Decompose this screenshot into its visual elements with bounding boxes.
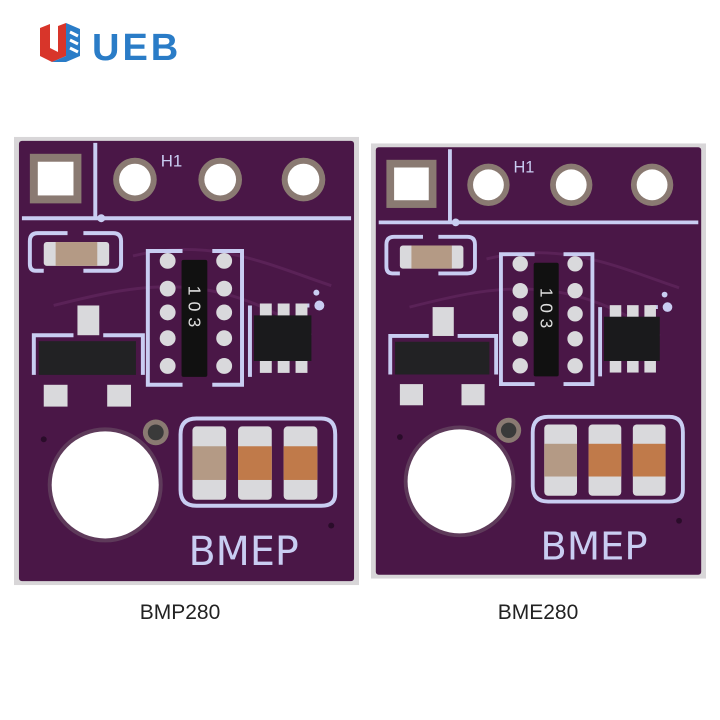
- sot23-6-chip: [253, 315, 312, 361]
- capacitor: [55, 242, 98, 266]
- header-label: H1: [513, 158, 534, 176]
- caption-bmp280: BMP280: [139, 601, 221, 624]
- svg-text:UEB: UEB: [92, 27, 181, 68]
- header-label: H1: [161, 152, 183, 171]
- bme280-board: H1 103 BMEP: [371, 135, 706, 592]
- resistor-array: [181, 259, 208, 377]
- chip-marking: 103: [184, 286, 204, 334]
- brand-logo: UEB: [40, 23, 181, 68]
- silkscreen-label: BMEP: [540, 524, 647, 569]
- sot23-chip: [395, 341, 490, 375]
- mounting-hole: [51, 431, 159, 539]
- caption-bme280: BME280: [497, 601, 579, 624]
- capacitor: [411, 245, 452, 269]
- resistor-array: [533, 262, 559, 377]
- bmp280-board: H1 103 BMEP: [14, 135, 359, 592]
- mounting-hole: [407, 429, 512, 534]
- sot23-chip: [38, 341, 136, 375]
- sot23-6-chip: [603, 316, 660, 361]
- chip-marking: 103: [536, 288, 556, 334]
- silkscreen-label: BMEP: [188, 529, 298, 575]
